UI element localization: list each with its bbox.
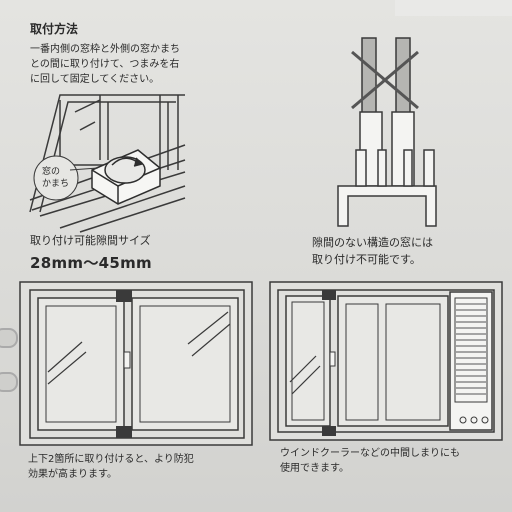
caption-line: 上下2箇所に取り付けると、より防犯 xyxy=(28,454,194,465)
lock-top xyxy=(116,290,132,302)
caption-right: ウインドクーラーなどの中間しまりにも 使用できます。 xyxy=(280,446,460,476)
caption-line: 使用できます。 xyxy=(280,463,349,474)
instruction-line: との間に取り付けて、つまみを右 xyxy=(30,59,180,70)
lock-device xyxy=(91,149,161,205)
section-title: 取付方法 xyxy=(30,22,79,36)
callout-label: 窓の かまち xyxy=(42,166,69,190)
lock-top xyxy=(322,290,336,300)
cross-mark xyxy=(351,50,419,110)
size-value: 28mm〜45mm xyxy=(30,254,152,272)
page-corner xyxy=(395,0,512,16)
warning-line: 隙間のない構造の窓には xyxy=(312,236,433,249)
instruction-line: 一番内側の窓枠と外側の窓かまち xyxy=(30,44,180,55)
lock-bottom xyxy=(116,426,132,438)
binder-ring-top xyxy=(0,328,18,348)
size-caption: 取り付け可能隙間サイズ xyxy=(30,234,151,247)
instruction-line: に回して固定してください。 xyxy=(30,74,160,85)
caption-line: 効果が高まります。 xyxy=(28,469,117,480)
binder-ring-bottom xyxy=(0,372,18,392)
callout-line: 窓の xyxy=(42,167,61,177)
air-conditioner xyxy=(449,291,493,431)
warning-line: 取り付け不可能です。 xyxy=(312,253,421,266)
warning-text: 隙間のない構造の窓には 取り付け不可能です。 xyxy=(312,234,433,268)
caption-left: 上下2箇所に取り付けると、より防犯 効果が高まります。 xyxy=(28,452,194,482)
instruction-text: 一番内側の窓枠と外側の窓かまち との間に取り付けて、つまみを右 に回して固定して… xyxy=(30,42,180,87)
lock-bottom xyxy=(322,426,336,436)
caption-line: ウインドクーラーなどの中間しまりにも xyxy=(280,448,460,459)
callout-bubble xyxy=(33,155,79,201)
callout-line: かまち xyxy=(42,179,70,189)
